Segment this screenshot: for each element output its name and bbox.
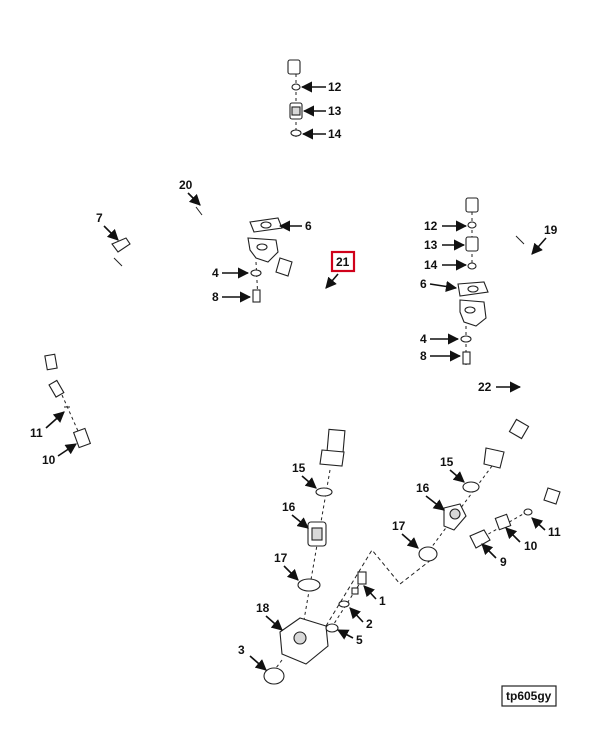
callout-12-right: 12 (424, 219, 468, 233)
callout-label: 1 (379, 594, 386, 608)
callout-label: 16 (416, 481, 430, 495)
callout-7: 7 (96, 211, 119, 241)
callout-11-right: 11 (531, 517, 561, 539)
callout-13-top-left: 13 (302, 104, 342, 118)
callout-19: 19 (531, 223, 558, 255)
callout-label: 10 (42, 453, 56, 467)
callout-label: 11 (548, 525, 561, 539)
callout-label: 12 (424, 219, 438, 233)
right-column-parts (418, 465, 493, 562)
callout-17-right: 17 (392, 519, 419, 549)
fasteners-1-2-5 (325, 571, 367, 633)
callout-label: 10 (524, 539, 538, 553)
callout-21-highlighted: 21 (325, 250, 356, 289)
fitting-stack-lower-left (61, 394, 92, 449)
figure-tag: tp605gy (501, 685, 557, 707)
callout-label: 22 (478, 380, 492, 394)
figure-tag-text: tp605gy (506, 689, 552, 703)
callout-6-center: 6 (278, 219, 312, 233)
connection-line (325, 549, 437, 627)
callout-label: 15 (292, 461, 306, 475)
callout-4-center: 4 (212, 266, 250, 280)
callout-label: 13 (424, 238, 438, 252)
callout-label: 18 (256, 601, 270, 615)
callout-15-right: 15 (440, 455, 465, 483)
callout-label: 14 (424, 258, 438, 272)
callout-label: 12 (328, 80, 342, 94)
fitting-stack-lower-right (469, 508, 533, 549)
callout-13-right: 13 (424, 238, 466, 252)
callout-label: 16 (282, 500, 296, 514)
callout-6-right: 6 (420, 277, 458, 293)
callout-label: 17 (274, 551, 288, 565)
callout-10-right: 10 (505, 527, 538, 553)
callout-15-center: 15 (292, 461, 317, 489)
hose-22 (480, 318, 531, 469)
callout-label: 2 (366, 617, 373, 631)
flange-assembly-right (457, 281, 489, 365)
callout-label: 8 (212, 290, 219, 304)
highlight-box (330, 250, 356, 273)
callout-label: 14 (328, 127, 342, 141)
callout-11-left: 11 (30, 411, 65, 440)
callout-label: 19 (544, 223, 558, 237)
center-column-parts (263, 469, 333, 685)
callout-20: 20 (179, 178, 201, 206)
callout-14-top-left: 14 (301, 127, 342, 141)
callout-10-left: 10 (42, 443, 77, 467)
callout-label: 3 (238, 643, 245, 657)
callout-16-center: 16 (282, 500, 309, 529)
flange-assembly-center (247, 217, 283, 303)
fitting-stack-top-left (289, 74, 303, 140)
callout-label: 20 (179, 178, 193, 192)
hose-21 (266, 257, 353, 467)
callout-label: 17 (392, 519, 406, 533)
callout-label: 5 (356, 633, 363, 647)
callout-12-top-left: 12 (300, 80, 342, 94)
callout-5: 5 (337, 629, 363, 647)
callout-14-right: 14 (424, 258, 468, 272)
callout-label: 11 (30, 426, 43, 440)
callout-18: 18 (256, 601, 283, 631)
callout-9: 9 (481, 543, 507, 569)
callout-8-center: 8 (212, 290, 252, 304)
callout-label: 6 (420, 277, 427, 291)
callout-label: 7 (96, 211, 103, 225)
callout-22: 22 (478, 380, 522, 394)
fitting-7 (111, 237, 131, 253)
callout-2: 2 (349, 607, 373, 631)
callout-label: 4 (212, 266, 219, 280)
hose-20 (44, 48, 301, 398)
callout-4-right: 4 (420, 332, 460, 346)
callout-8-right: 8 (420, 349, 462, 363)
callout-1: 1 (363, 585, 386, 608)
callout-label: 13 (328, 104, 342, 118)
callout-16-right: 16 (416, 481, 445, 511)
callout-3: 3 (238, 643, 267, 671)
callout-label: 15 (440, 455, 454, 469)
callout-label: 6 (305, 219, 312, 233)
fitting-stack-top-right (465, 212, 479, 272)
callout-17-center: 17 (274, 551, 299, 581)
callout-label: 9 (500, 555, 507, 569)
callout-label: 4 (420, 332, 427, 346)
callout-label: 8 (420, 349, 427, 363)
hose-19 (465, 194, 561, 505)
callout-label: 21 (336, 255, 350, 269)
